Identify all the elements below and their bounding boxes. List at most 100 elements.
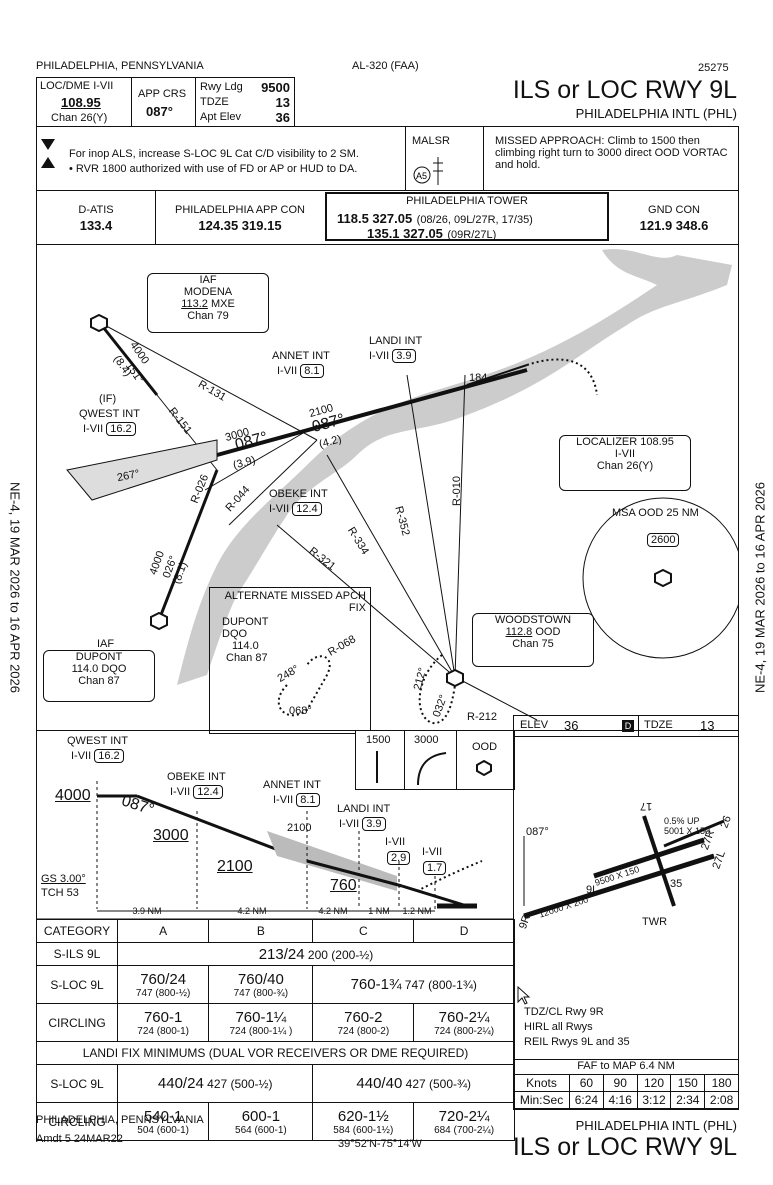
minimums-header-row: CATEGORY A B C D — [36, 919, 515, 943]
airport-layout — [523, 815, 725, 919]
svg-text:A5: A5 — [416, 171, 427, 181]
woodstown-vortac-icon — [446, 668, 464, 688]
landi-circling-label: CIRCLING — [36, 1102, 118, 1141]
loc-ident: I-VII — [93, 80, 114, 92]
time-120: 3:12 — [636, 1091, 672, 1109]
landi-sloc-ab: 440/24 — [157, 1075, 204, 1092]
missed-approach-text: MISSED APPROACH: Climb to 1500 then clim… — [495, 135, 728, 171]
runway-17-35 — [642, 815, 676, 907]
profile-obeke-name: OBEKE INT — [167, 771, 226, 783]
runway-plan — [466, 364, 528, 386]
note-rvr: • RVR 1800 authorized with use of FD or … — [69, 163, 358, 175]
circling-cat-a-hat: 724 (800-1) — [137, 1025, 189, 1037]
modena-freq: 113.2 — [181, 298, 208, 310]
landi-id: I-VII — [369, 350, 390, 362]
alternate-missed-title: ALTERNATE MISSED APCH FIX — [224, 590, 366, 614]
landi-circling-cat-a-hat: 504 (600-1) — [137, 1124, 189, 1136]
msa-vortac-icon — [654, 568, 672, 588]
circling-cat-b-hat: 724 (800-1¼ ) — [229, 1025, 293, 1037]
qwest-id: I-VII — [83, 423, 104, 435]
loc-label: LOC/DME — [40, 80, 91, 92]
knots-180: 180 — [704, 1074, 739, 1092]
ad-rwy-35: 35 — [670, 878, 683, 890]
sloc-label: S-LOC 9L — [36, 965, 118, 1004]
profile-seg-5: 1.2 NM — [402, 906, 432, 916]
alternate-missed-box: ALTERNATE MISSED APCH FIX DUPONT DQO 114… — [209, 587, 371, 734]
ood-freq: 112.8 — [505, 626, 533, 638]
profile-qwest-dme: 16.2 — [94, 749, 124, 763]
circling-cat-a: 760-1 — [143, 1008, 183, 1026]
profile-landi-dme: 3.9 — [362, 817, 386, 831]
apt-elev-value: 36 — [275, 110, 290, 125]
procedure-number: 25275 — [698, 62, 729, 74]
annet-dme: 8.1 — [300, 364, 324, 378]
r212-line — [454, 676, 538, 721]
threshold-crossing-height: TCH 53 — [41, 887, 79, 899]
if-label: (IF) — [99, 393, 117, 405]
time-row: Min:Sec 6:24 4:16 3:12 2:34 2:08 — [512, 1091, 739, 1109]
circling-cat-c: 760-2 — [344, 1008, 383, 1026]
iaf-label: IAF — [199, 274, 217, 286]
note-inop-als: For inop ALS, increase S-LOC 9L Cat C/D … — [69, 148, 359, 160]
ad-note-hirl: HIRL all Rwys — [524, 1021, 593, 1033]
time-60: 6:24 — [569, 1091, 604, 1109]
profile-d17: 1.7 — [423, 861, 447, 875]
knots-150: 150 — [670, 1074, 706, 1092]
hold-068: 068° — [289, 705, 312, 717]
sloc-cat-a-hat: 747 (800-½) — [135, 987, 191, 999]
modena-info-box: IAF MODENA 113.2 MXE Chan 79 — [147, 273, 269, 333]
tower-box: PHILADELPHIA TOWER 118.5 327.05 (08/26, … — [325, 192, 609, 241]
time-180: 2:08 — [704, 1091, 739, 1109]
knots-row: Knots 60 90 120 150 180 — [512, 1074, 739, 1092]
header-cat-a: A — [116, 919, 210, 943]
profile-landi-name: LANDI INT — [337, 803, 391, 815]
localizer-feather — [66, 439, 218, 501]
r352-line — [406, 374, 456, 678]
runway-8-26 — [663, 819, 725, 848]
dupont-hold — [277, 655, 331, 717]
profile-annet-name: ANNET INT — [263, 779, 321, 791]
circling-cat-b: 760-1¼ — [235, 1008, 287, 1026]
footer-amendment: Amdt 5 24MAR22 — [36, 1133, 123, 1145]
profile-obeke-dme: 12.4 — [193, 785, 223, 799]
sloc-cat-b: 760/40 — [237, 970, 284, 988]
dupont-iaf-label: IAF — [97, 638, 115, 650]
inop-triangle-icon — [41, 139, 55, 150]
tower-label: PHILADELPHIA TOWER — [406, 195, 528, 207]
ad-note-tdz: TDZ/CL Rwy 9R — [524, 1006, 604, 1018]
alt-dqo-chan: Chan 87 — [226, 652, 268, 664]
dupont-vortac-icon — [150, 611, 168, 631]
chart-id: AL-320 (FAA) — [352, 60, 419, 72]
profile-alt-4000: 4000 — [55, 787, 91, 804]
tdze-label: TDZE — [200, 96, 229, 108]
woodstown-info-box: WOODSTOWN 112.8 OOD Chan 75 — [472, 613, 594, 667]
airport-diagram: ELEV 36 D TDZE 13 087° 9R 9L 27L 27R 26 … — [512, 715, 739, 1110]
profile-view: QWEST INT I-VII 16.2 OBEKE INT I-VII 12.… — [36, 730, 515, 920]
landi-header: LANDI FIX MINIMUMS (DUAL VOR RECEIVERS O… — [36, 1041, 515, 1065]
chart-title: ILS or LOC RWY 9L — [512, 76, 737, 104]
profile-missed-path — [416, 860, 483, 892]
profile-obeke-id: I-VII — [170, 786, 191, 798]
rwy-ldg-label: Rwy Ldg — [200, 81, 243, 93]
datis-label: D-ATIS — [78, 204, 114, 216]
profile-descent-2 — [306, 859, 403, 888]
landi-circling-cat-d: 720-2¼ — [438, 1107, 490, 1125]
ma-step-ood: OOD — [472, 741, 498, 753]
header-category: CATEGORY — [36, 919, 118, 943]
qwest-dme: 16.2 — [106, 422, 136, 436]
r321-line — [276, 524, 456, 678]
missed-path — [526, 358, 598, 396]
circling-cat-d: 760-2¼ — [438, 1008, 490, 1026]
elev-value: 36 — [564, 718, 579, 733]
ad-course: 087° — [526, 826, 549, 838]
landi-circling-cat-a: 540-1 — [143, 1107, 183, 1125]
profile-seg-2: 4.2 NM — [237, 906, 267, 916]
footer-location: PHILADELPHIA, PENNSYLVANIA — [36, 1114, 204, 1126]
missed-approach-icons: 1500 3000 OOD — [355, 730, 515, 790]
dupont-freq: 114.0 — [71, 663, 99, 675]
profile-alt-2100-a: 2100 — [287, 822, 312, 834]
plan-view-drawing — [66, 249, 738, 725]
modena-vortac-icon — [90, 313, 108, 333]
msa-altitude: 2600 — [647, 533, 680, 547]
runway-9l-27r — [593, 837, 705, 879]
